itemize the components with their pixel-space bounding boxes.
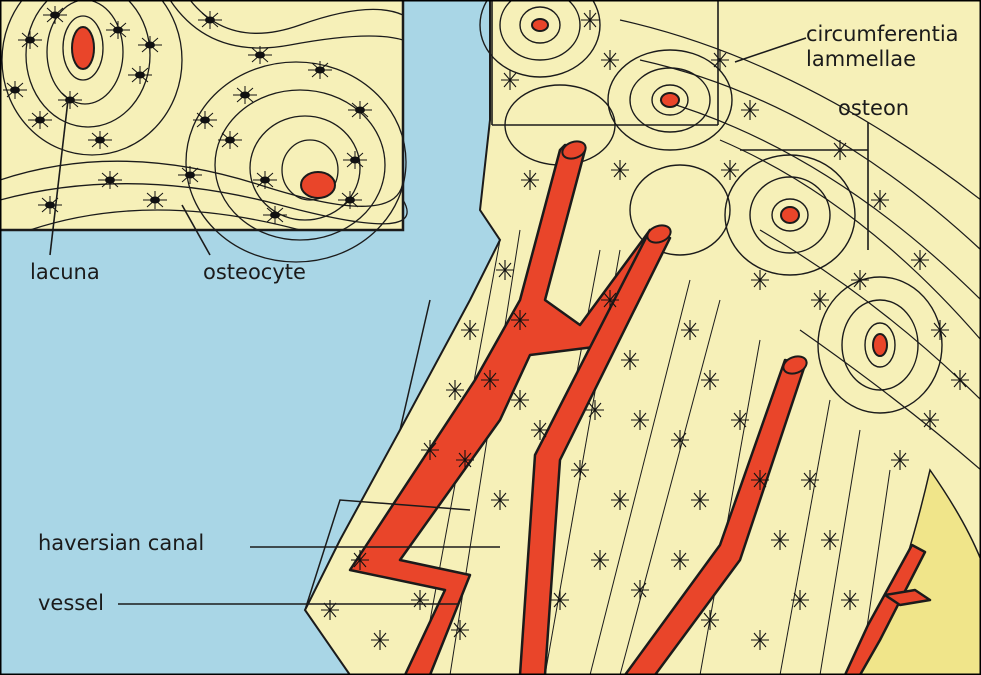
inset-haversian-canal-2 xyxy=(301,172,335,198)
label-circumferential-lamellae-line1: circumferentia xyxy=(806,24,959,45)
label-circumferential-lamellae-line2: lammellae xyxy=(806,49,916,70)
label-vessel: vessel xyxy=(38,593,104,614)
label-lacuna: lacuna xyxy=(30,262,100,283)
inset-haversian-canal-1 xyxy=(72,27,94,69)
label-osteocyte: osteocyte xyxy=(203,262,306,283)
label-haversian-canal: haversian canal xyxy=(38,533,204,554)
label-osteon: osteon xyxy=(838,98,909,119)
inset-magnified-osteons xyxy=(0,0,407,262)
